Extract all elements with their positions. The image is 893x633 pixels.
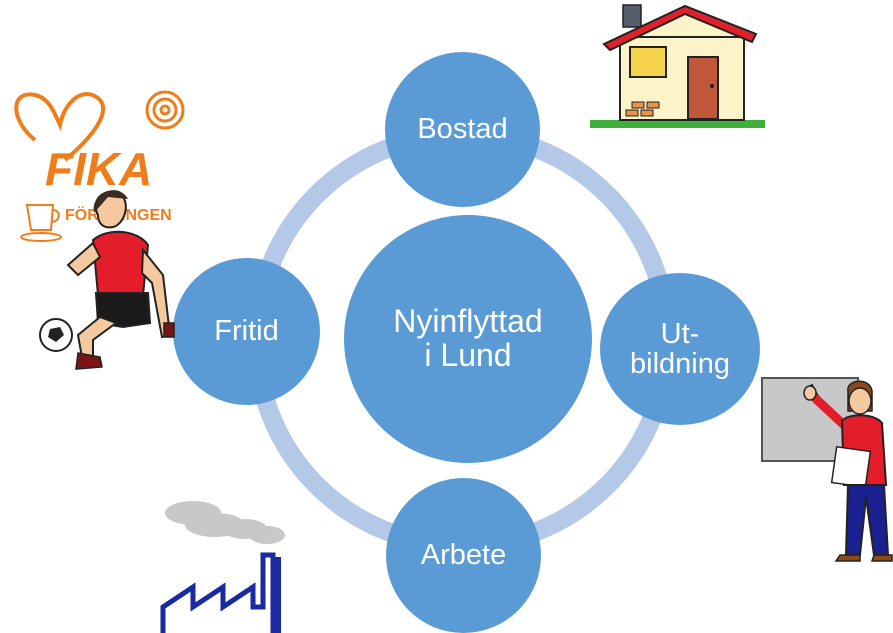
- factory-clipart: [160, 501, 285, 633]
- house-clipart: [590, 4, 765, 128]
- center-node: Nyinflyttad i Lund: [344, 215, 592, 463]
- node-fritid-label: Fritid: [214, 315, 279, 348]
- node-fritid: Fritid: [173, 258, 320, 405]
- node-arbete: Arbete: [386, 478, 541, 633]
- node-bostad-label: Bostad: [417, 113, 508, 146]
- node-utbildning: Ut- bildning: [600, 273, 760, 425]
- node-utbildning-line2: bildning: [630, 348, 730, 380]
- center-label-line2: i Lund: [424, 337, 512, 373]
- node-utbildning-line1: Ut-: [660, 317, 700, 350]
- node-arbete-label: Arbete: [420, 539, 507, 572]
- center-label-line1: Nyinflyttad: [393, 303, 543, 340]
- fika-logo: FIKA FÖRENINGEN: [14, 90, 185, 242]
- teacher-clipart: [761, 377, 893, 562]
- fika-logo-text: FIKA: [45, 143, 152, 195]
- soccer-player-clipart: [39, 190, 175, 370]
- node-bostad: Bostad: [385, 52, 540, 207]
